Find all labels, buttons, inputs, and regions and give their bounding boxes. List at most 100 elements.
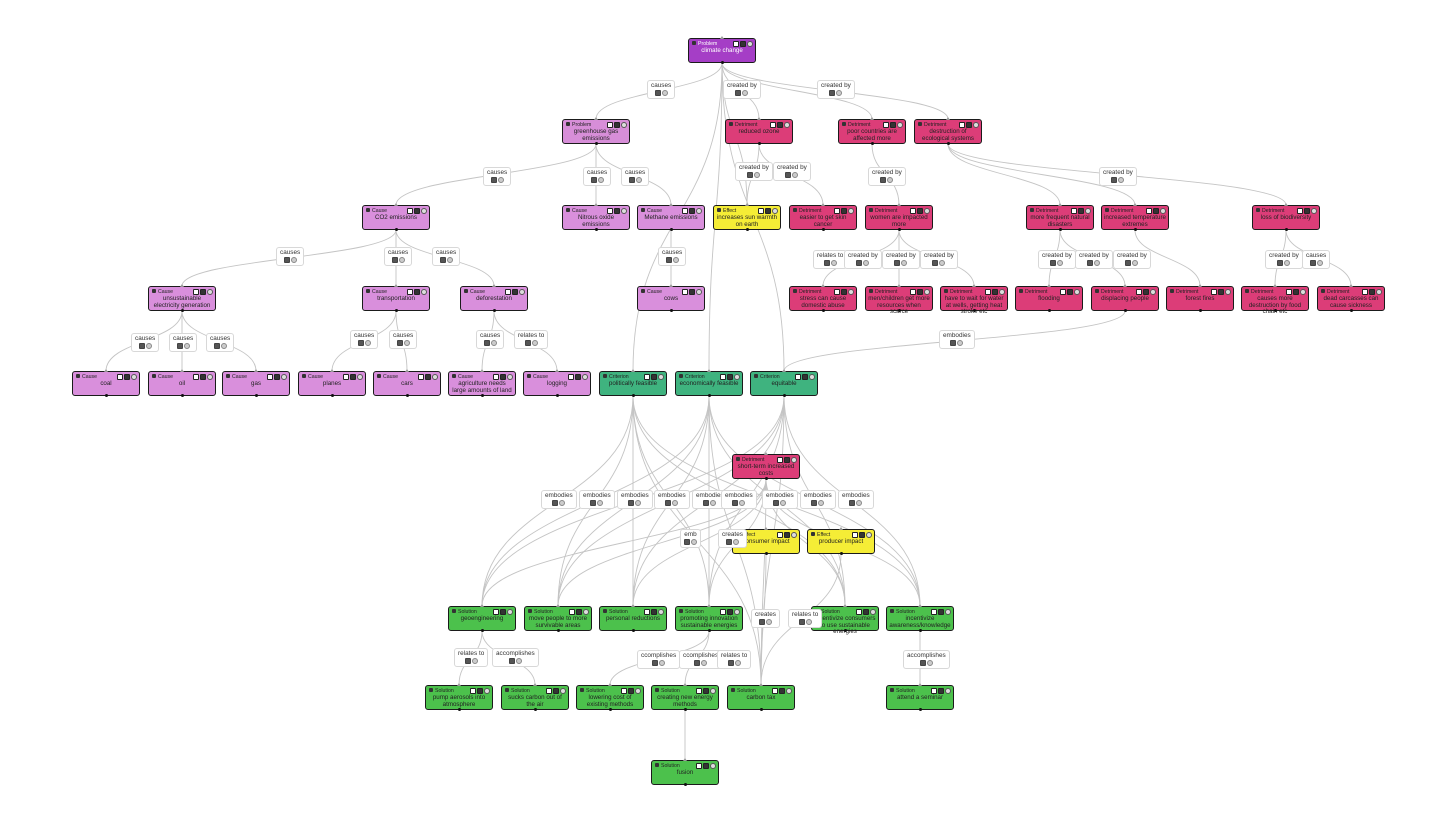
notes-icon[interactable] xyxy=(1078,207,1084,214)
source-handle-icon[interactable] xyxy=(631,629,635,632)
more-menu-icon[interactable] xyxy=(131,373,137,380)
more-menu-icon[interactable] xyxy=(739,500,746,506)
question-icon[interactable] xyxy=(193,288,199,295)
notes-icon[interactable] xyxy=(350,373,356,380)
more-menu-icon[interactable] xyxy=(786,687,792,694)
notes-icon[interactable] xyxy=(856,260,863,266)
edge-label[interactable]: embodies xyxy=(939,330,975,349)
edge-label[interactable]: created by xyxy=(1113,250,1151,269)
more-menu-icon[interactable] xyxy=(1225,288,1231,295)
more-menu-icon[interactable] xyxy=(973,121,979,128)
target-handle-icon[interactable] xyxy=(707,604,711,607)
notes-icon[interactable] xyxy=(747,172,754,178)
notes-icon[interactable] xyxy=(829,90,836,96)
edge-label[interactable]: causes xyxy=(206,333,235,352)
notes-icon[interactable] xyxy=(200,288,206,295)
question-icon[interactable] xyxy=(607,207,613,214)
more-menu-icon[interactable] xyxy=(696,288,702,295)
question-icon[interactable] xyxy=(910,207,916,214)
notes-icon[interactable] xyxy=(938,687,944,694)
edge-label[interactable]: creates xyxy=(751,609,780,628)
source-handle-icon[interactable] xyxy=(972,309,976,312)
target-handle-icon[interactable] xyxy=(1047,284,1051,287)
notes-icon[interactable] xyxy=(512,288,518,295)
source-handle-icon[interactable] xyxy=(180,309,184,312)
more-menu-icon[interactable] xyxy=(658,608,664,615)
target-handle-icon[interactable] xyxy=(394,284,398,287)
more-menu-icon[interactable] xyxy=(281,373,287,380)
notes-icon[interactable] xyxy=(357,340,364,346)
edge-label[interactable]: causes xyxy=(169,333,198,352)
source-handle-icon[interactable] xyxy=(843,629,847,632)
question-icon[interactable] xyxy=(644,608,650,615)
edge-label[interactable]: created by xyxy=(817,80,855,99)
question-icon[interactable] xyxy=(644,373,650,380)
target-handle-icon[interactable] xyxy=(1198,284,1202,287)
question-icon[interactable] xyxy=(267,373,273,380)
notes-icon[interactable] xyxy=(849,500,856,506)
more-menu-icon[interactable] xyxy=(939,260,946,266)
source-handle-icon[interactable] xyxy=(1349,309,1353,312)
more-menu-icon[interactable] xyxy=(471,658,478,664)
more-menu-icon[interactable] xyxy=(403,340,410,346)
more-menu-icon[interactable] xyxy=(490,340,497,346)
notes-icon[interactable] xyxy=(773,500,780,506)
source-handle-icon[interactable] xyxy=(764,477,768,480)
edge-label[interactable]: embodies xyxy=(800,490,836,509)
target-handle-icon[interactable] xyxy=(897,203,901,206)
notes-icon[interactable] xyxy=(439,257,446,263)
notes-icon[interactable] xyxy=(1087,260,1094,266)
more-menu-icon[interactable] xyxy=(791,456,797,463)
notes-icon[interactable] xyxy=(938,608,944,615)
notes-icon[interactable] xyxy=(414,207,420,214)
notes-icon[interactable] xyxy=(614,121,620,128)
more-menu-icon[interactable] xyxy=(635,500,642,506)
target-handle-icon[interactable] xyxy=(683,683,687,686)
more-menu-icon[interactable] xyxy=(145,343,152,349)
notes-icon[interactable] xyxy=(274,373,280,380)
notes-icon[interactable] xyxy=(396,340,403,346)
target-handle-icon[interactable] xyxy=(707,369,711,372)
more-menu-icon[interactable] xyxy=(901,260,908,266)
more-menu-icon[interactable] xyxy=(897,121,903,128)
notes-icon[interactable] xyxy=(651,373,657,380)
source-handle-icon[interactable] xyxy=(759,708,763,711)
edge-label[interactable]: embodies xyxy=(692,490,728,509)
source-handle-icon[interactable] xyxy=(330,394,334,397)
more-menu-icon[interactable] xyxy=(1376,288,1382,295)
question-icon[interactable] xyxy=(607,121,613,128)
more-menu-icon[interactable] xyxy=(507,608,513,615)
question-icon[interactable] xyxy=(1297,207,1303,214)
more-menu-icon[interactable] xyxy=(836,90,843,96)
question-icon[interactable] xyxy=(777,531,783,538)
target-handle-icon[interactable] xyxy=(180,369,184,372)
target-handle-icon[interactable] xyxy=(492,284,496,287)
edge-label[interactable]: accomplishes xyxy=(492,648,539,667)
edge-label[interactable]: ccomplishes xyxy=(679,650,723,669)
more-menu-icon[interactable] xyxy=(1074,288,1080,295)
notes-icon[interactable] xyxy=(740,40,746,47)
more-menu-icon[interactable] xyxy=(398,257,405,263)
target-handle-icon[interactable] xyxy=(759,683,763,686)
more-menu-icon[interactable] xyxy=(220,343,227,349)
target-handle-icon[interactable] xyxy=(782,369,786,372)
